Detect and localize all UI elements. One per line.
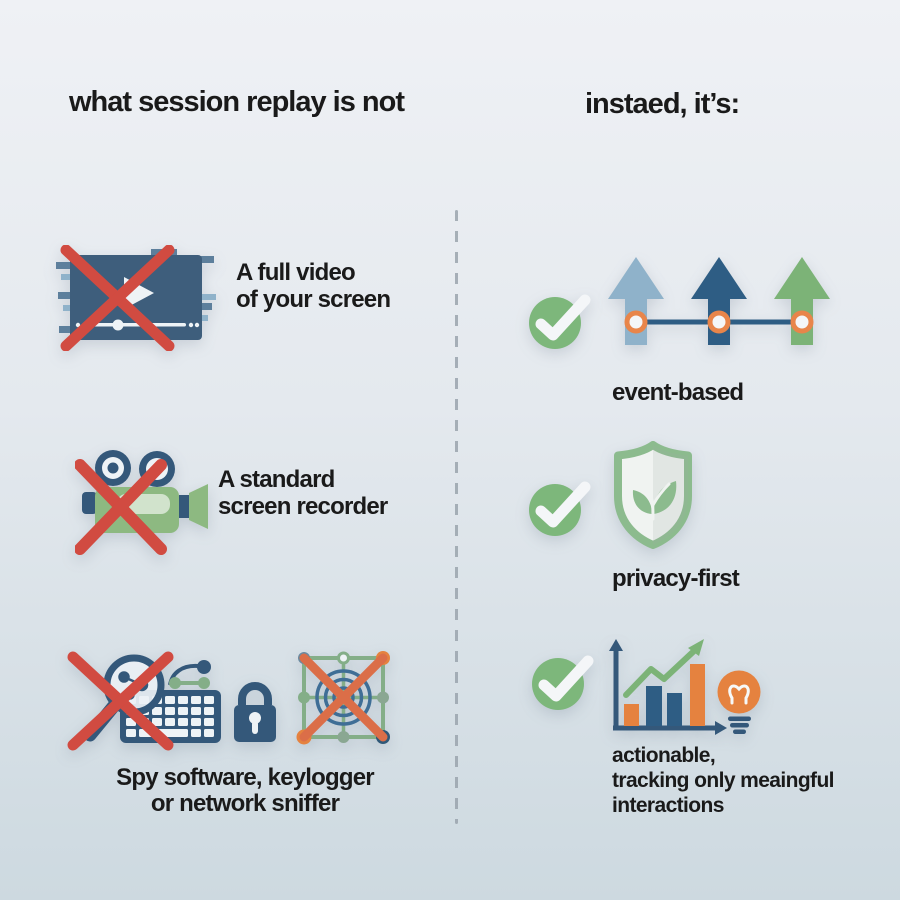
left-item-1-label: A full video of your screen (236, 259, 391, 313)
up-arrows-timeline-icon (608, 257, 830, 345)
left-item-2-label: A standard screen recorder (218, 466, 388, 520)
right-item-3-label: actionable, tracking only meaingful inte… (612, 744, 835, 817)
right-item-2-label: privacy-first (612, 565, 740, 592)
check-circle-icon (529, 294, 591, 349)
orange-x-icon (299, 653, 388, 742)
crossed-movie-camera-icon (75, 450, 208, 555)
bar-chart-lightbulb-icon (609, 639, 761, 735)
right-item-1-label: event-based (612, 379, 744, 406)
lightbulb-icon (717, 670, 761, 734)
crossed-spy-tools-icons (67, 651, 390, 751)
shield-leaf-icon (614, 441, 692, 549)
up-arrow-icon (691, 257, 747, 345)
dashed-divider (455, 210, 458, 824)
up-arrow-icon (608, 257, 664, 345)
right-column-title: instaed, it’s: (585, 88, 740, 120)
crossed-network-icon (296, 651, 390, 745)
lock-icon (234, 682, 276, 742)
red-x-icon (75, 459, 167, 555)
left-item-3-label: Spy software, keylogger or network sniff… (116, 764, 375, 817)
leaf-icon (632, 481, 677, 521)
bar-chart-icon (609, 639, 727, 735)
red-x-icon (67, 651, 174, 751)
crossed-video-player-icon (56, 245, 216, 351)
check-circle-icon (532, 655, 594, 710)
check-circle-icon (529, 481, 591, 536)
up-arrow-icon (774, 257, 830, 345)
left-column-title: what session replay is not (69, 86, 405, 118)
red-x-icon (60, 245, 175, 351)
node-path-icon (168, 660, 211, 689)
